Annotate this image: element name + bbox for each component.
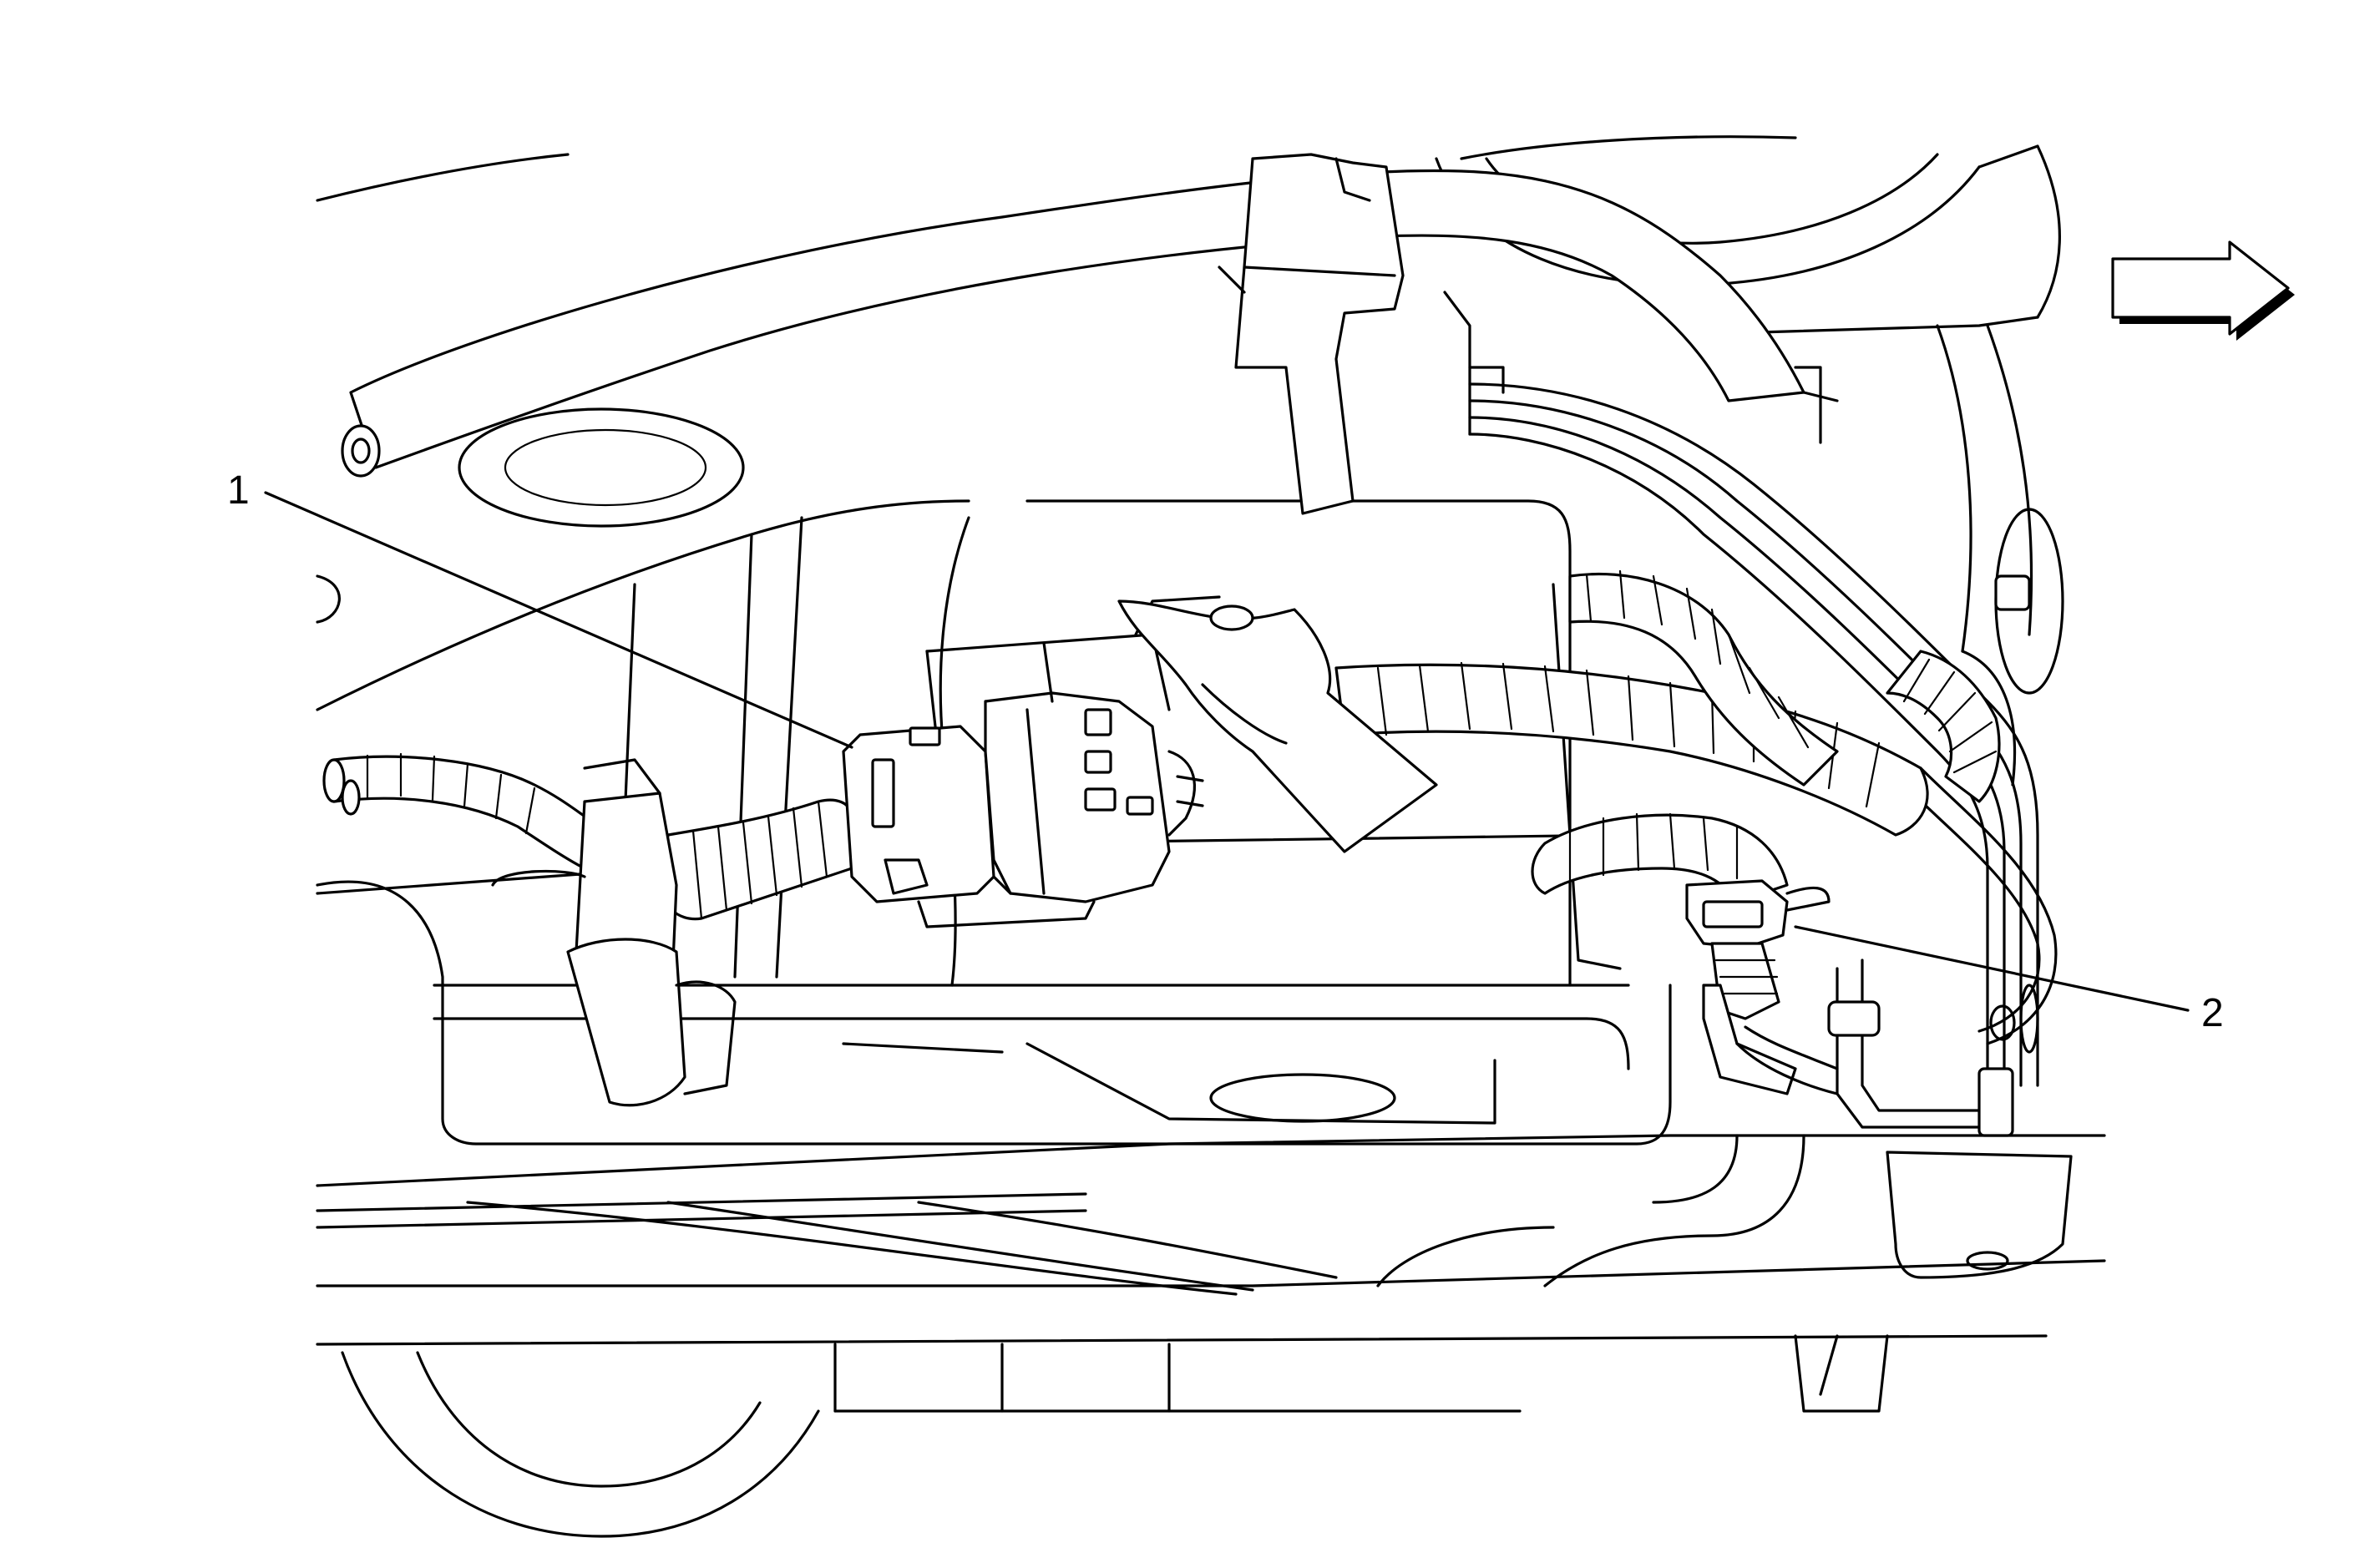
connector-1 — [842, 691, 1204, 928]
right-lower-bracket — [1794, 1151, 2073, 1413]
main-wiring-harness — [1334, 569, 2001, 903]
panel-hole-oval — [458, 407, 745, 528]
left-wiring-harness — [322, 752, 853, 1107]
callout-1-label: 1 — [227, 468, 250, 513]
left-bracket-edge — [316, 574, 341, 624]
rear-wheel — [341, 1351, 820, 1538]
connector-2 — [1685, 879, 1839, 1095]
callout-1-leader — [264, 491, 853, 749]
pipe-clip-bracket — [1218, 153, 1839, 515]
upper-fuel-pipe — [341, 169, 1805, 478]
tank-skid-plate — [316, 880, 1672, 1146]
right-tub — [1936, 324, 2064, 1054]
callout-2-label: 2 — [2201, 991, 2224, 1035]
callout-2-leader — [1794, 925, 2190, 1012]
right-arrow-icon — [2111, 240, 2295, 341]
lower-frame-rails — [316, 1134, 1805, 1413]
harness-wrap-tape — [1117, 599, 1438, 853]
